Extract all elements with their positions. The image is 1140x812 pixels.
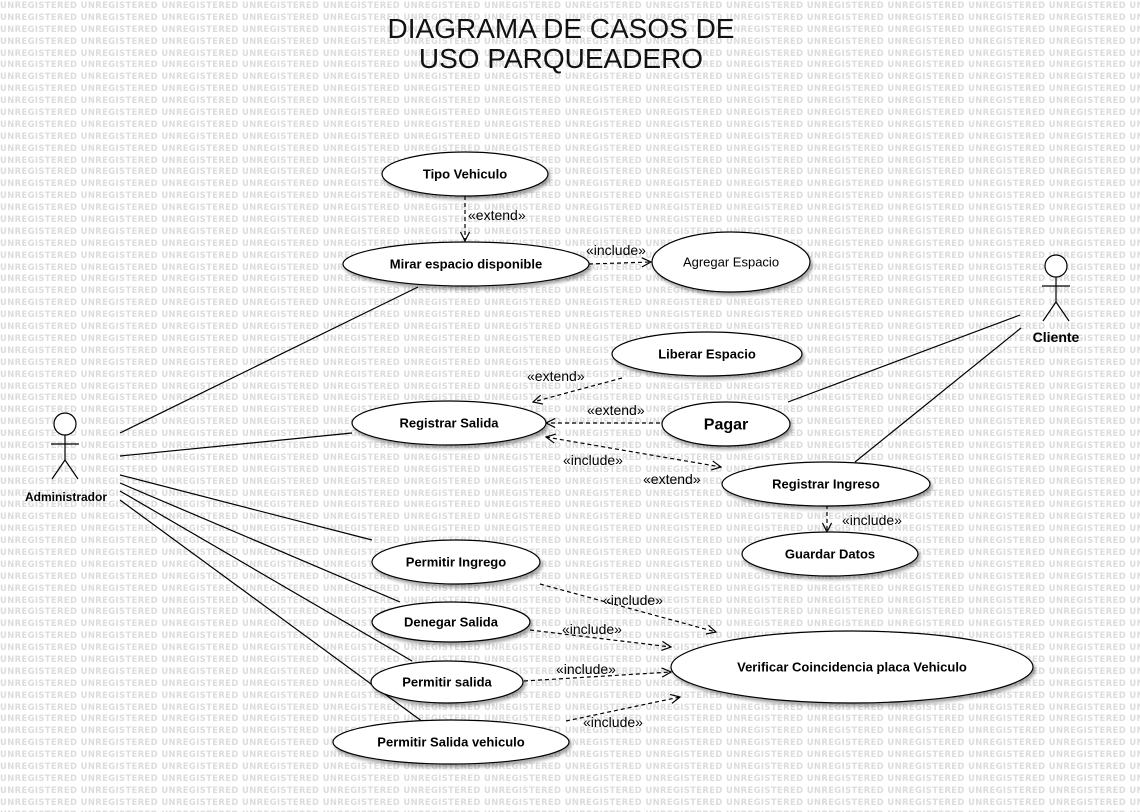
use-case-label: Permitir Ingrego <box>406 555 506 570</box>
arrow-denegar-to-verificar <box>529 629 671 647</box>
use-case-label: Guardar Datos <box>785 547 875 562</box>
arrow-ingrego-to-verificar <box>539 583 716 632</box>
diagram-title-line-1: DIAGRAMA DE CASOS DE <box>387 13 735 44</box>
relation-label: «include» <box>842 512 902 528</box>
arrow-salida-vehiculo-to-verificar <box>565 697 680 722</box>
use-case-label: Mirar espacio disponible <box>390 257 542 272</box>
relation-label: «include» <box>586 242 646 258</box>
use-case-pagar[interactable]: Pagar <box>661 401 791 447</box>
relation-label: «include» <box>556 661 616 677</box>
actor-label: Cliente <box>1033 329 1080 345</box>
use-case-label: Tipo Vehiculo <box>423 167 507 182</box>
relation-label: «extend» <box>587 402 645 418</box>
arrow-mirar-to-agregar <box>588 262 651 264</box>
use-case-label: Registrar Salida <box>400 416 500 431</box>
use-case-permitir-ingrego[interactable]: Permitir Ingrego <box>371 539 541 585</box>
use-case-label: Verificar Coincidencia placa Vehiculo <box>737 660 967 675</box>
use-case-guardar-datos[interactable]: Guardar Datos <box>741 531 919 577</box>
use-case-label: Permitir salida <box>402 675 492 690</box>
relation-labels: «extend» «include» «extend» «extend» «in… <box>468 207 902 730</box>
relation-label: «include» <box>563 452 623 468</box>
use-case-denegar-salida[interactable]: Denegar Salida <box>371 601 531 643</box>
assoc-client-pagar <box>787 314 1021 403</box>
actor-head <box>1044 254 1068 278</box>
arrow-liberar-to-registrar-salida <box>533 377 623 402</box>
diagram-title-line-2: USO PARQUEADERO <box>418 43 704 74</box>
actor-label: Administrador <box>25 490 107 504</box>
relation-label: «include» <box>583 714 643 730</box>
use-case-permitir-salida[interactable]: Permitir salida <box>370 660 524 704</box>
use-case-registrar-ingreso[interactable]: Registrar Ingreso <box>721 461 931 507</box>
arrow-permitir-to-verificar <box>523 672 671 682</box>
client-associations <box>787 314 1022 463</box>
use-case-mirar-espacio-disponible[interactable]: Mirar espacio disponible <box>342 241 590 287</box>
assoc-admin-registrar-salida <box>119 432 353 457</box>
assoc-client-registrar-ingreso <box>854 327 1022 463</box>
use-case-label: Registrar Ingreso <box>772 477 880 492</box>
relation-label: «extend» <box>468 207 526 223</box>
use-cases: Tipo Vehiculo Mirar espacio disponible A… <box>332 151 1034 765</box>
assoc-admin-denegar-salida <box>119 482 401 603</box>
use-case-agregar-espacio[interactable]: Agregar Espacio <box>651 231 811 293</box>
use-case-label: Agregar Espacio <box>683 255 779 270</box>
use-case-permitir-salida-vehiculo[interactable]: Permitir Salida vehiculo <box>332 719 570 765</box>
use-case-label: Liberar Espacio <box>658 347 756 362</box>
use-case-registrar-salida[interactable]: Registrar Salida <box>351 400 547 446</box>
relation-label: «include» <box>562 621 622 637</box>
use-case-label: Permitir Salida vehiculo <box>377 735 524 750</box>
use-case-verificar-placa[interactable]: Verificar Coincidencia placa Vehiculo <box>670 630 1034 704</box>
use-case-label: Pagar <box>704 417 748 434</box>
dependency-arrows <box>465 196 827 722</box>
relation-label: «extend» <box>643 471 701 487</box>
actor-head <box>53 412 77 436</box>
diagram-title: DIAGRAMA DE CASOS DE USO PARQUEADERO <box>330 14 792 74</box>
use-case-liberar-espacio[interactable]: Liberar Espacio <box>611 331 803 377</box>
assoc-admin-permitir-ingrego <box>119 474 373 541</box>
arrow-registrar-salida-ingreso <box>546 437 721 467</box>
actor-cliente[interactable]: Cliente <box>1033 254 1080 345</box>
admin-associations <box>119 286 424 723</box>
actor-administrador[interactable]: Administrador <box>25 412 107 504</box>
assoc-admin-mirar-espacio <box>119 286 419 434</box>
relation-label: «include» <box>603 592 663 608</box>
use-case-label: Denegar Salida <box>404 615 499 630</box>
relation-label: «extend» <box>527 368 585 384</box>
assoc-admin-permitir-salida <box>119 490 413 662</box>
use-case-tipo-vehiculo[interactable]: Tipo Vehiculo <box>381 151 549 197</box>
